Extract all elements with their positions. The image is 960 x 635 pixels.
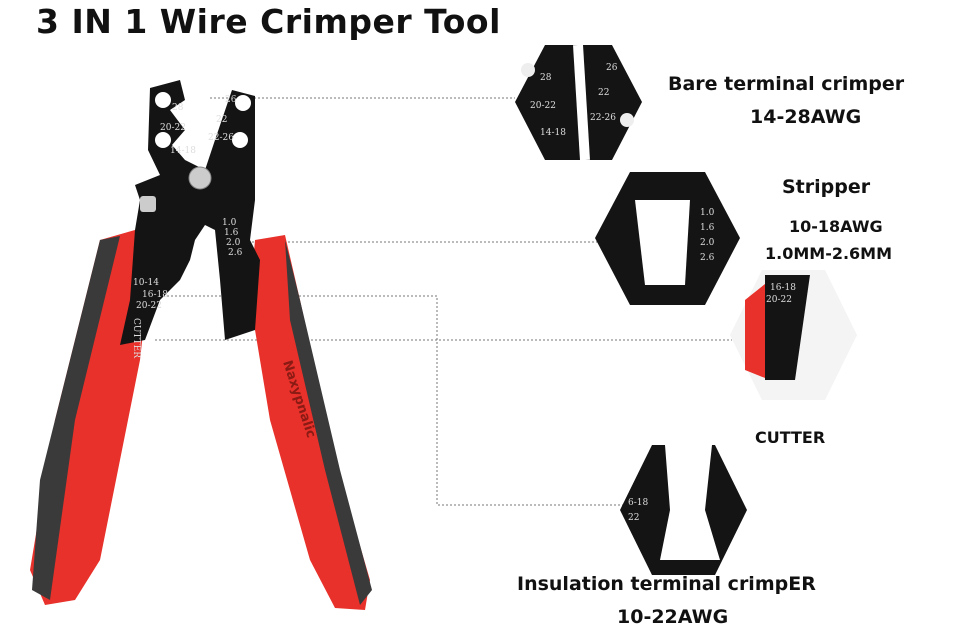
svg-text:28: 28: [540, 73, 552, 83]
svg-text:1.6: 1.6: [224, 228, 239, 238]
svg-text:20-22: 20-22: [530, 101, 556, 111]
bare-crimper-range: 14-28AWG: [750, 106, 862, 128]
left-handle: [30, 230, 150, 605]
svg-text:22-26: 22-26: [208, 133, 234, 143]
insulation-crimper-range: 10-22AWG: [617, 606, 729, 628]
svg-text:2.0: 2.0: [226, 238, 241, 248]
bare-crimper-label: Bare terminal crimper: [668, 73, 905, 95]
svg-text:16-18: 16-18: [142, 290, 168, 300]
svg-text:2.0: 2.0: [700, 238, 715, 248]
svg-text:14-18: 14-18: [540, 128, 566, 138]
hex-detail-bare-crimper: 28 20-22 14-18 26 22 22-26: [515, 44, 642, 161]
hex-detail-insulation-crimper: 6-18 22: [620, 445, 747, 575]
svg-text:16-18: 16-18: [770, 283, 796, 293]
svg-text:22: 22: [598, 88, 609, 98]
svg-text:10-14: 10-14: [133, 278, 159, 288]
svg-text:6-18: 6-18: [628, 498, 648, 508]
svg-text:26: 26: [606, 63, 618, 73]
svg-text:22: 22: [628, 513, 639, 523]
svg-text:1.6: 1.6: [700, 223, 715, 233]
svg-text:1.0: 1.0: [700, 208, 715, 218]
insulation-crimper-label: Insulation terminal crimpER: [517, 573, 816, 595]
svg-text:20-22: 20-22: [160, 123, 186, 133]
stripper-mm: 1.0MM-2.6MM: [765, 244, 893, 263]
stripper-awg: 10-18AWG: [789, 217, 883, 236]
hex-detail-stripper: 1.0 1.6 2.0 2.6: [595, 172, 740, 305]
svg-text:20-22: 20-22: [136, 301, 162, 311]
tool-head: 28 20-22 14-18 26 22 22-26 1.0 1.6 2.0 2…: [120, 80, 260, 358]
svg-text:CUTTER: CUTTER: [131, 318, 141, 358]
hex-detail-cutter: 16-18 20-22: [730, 270, 857, 400]
svg-text:1.0: 1.0: [222, 218, 237, 228]
cutter-label: CUTTER: [755, 428, 826, 447]
svg-text:22: 22: [216, 115, 227, 125]
svg-text:20-22: 20-22: [766, 295, 792, 305]
right-handle: Naxypnalic: [250, 235, 372, 610]
stripper-label: Stripper: [782, 176, 871, 198]
svg-text:22-26: 22-26: [590, 113, 616, 123]
page-title: 3 IN 1 Wire Crimper Tool: [36, 2, 501, 41]
svg-text:2.6: 2.6: [228, 248, 243, 258]
svg-text:14-18: 14-18: [170, 146, 196, 156]
svg-text:28: 28: [172, 103, 184, 113]
svg-text:2.6: 2.6: [700, 253, 715, 263]
svg-text:26: 26: [225, 95, 237, 105]
